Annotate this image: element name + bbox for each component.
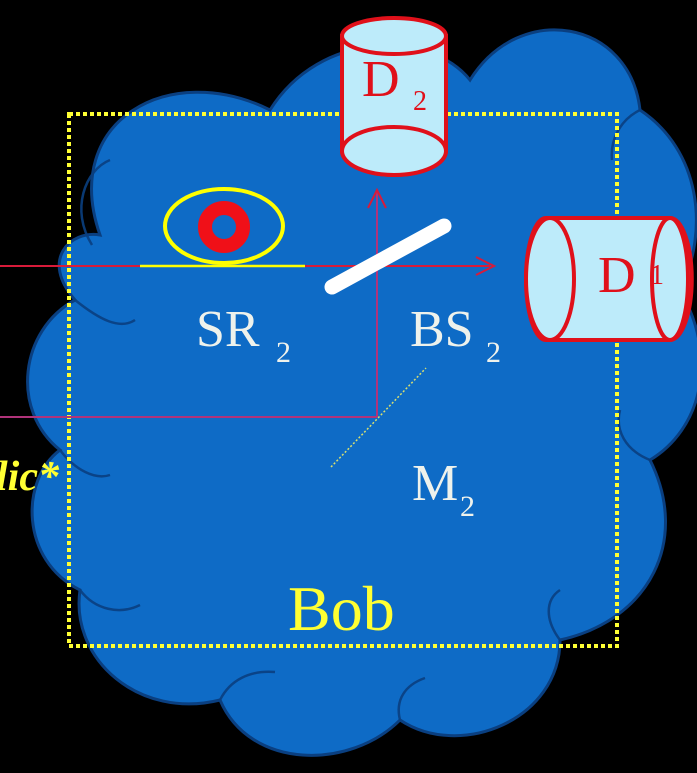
bs-label: BS bbox=[410, 301, 474, 358]
m-subscript: 2 bbox=[460, 490, 475, 523]
bs-subscript: 2 bbox=[486, 336, 501, 369]
upper-beam-arrowhead bbox=[475, 256, 497, 276]
d2-label: D bbox=[362, 51, 400, 108]
m-label: M bbox=[412, 455, 458, 512]
d2-subscript: 2 bbox=[413, 86, 427, 117]
bob-label: Bob bbox=[288, 573, 395, 644]
sr-label: SR bbox=[196, 301, 260, 358]
detector-d1: D 1 bbox=[524, 216, 694, 342]
d1-subscript: 1 bbox=[650, 260, 664, 291]
alice-label-fragment: lic* bbox=[0, 454, 60, 500]
eye-icon bbox=[140, 187, 305, 268]
beam-splitter-icon bbox=[324, 218, 452, 295]
detector-d2: D 2 bbox=[340, 16, 448, 177]
mirror-icon bbox=[330, 367, 427, 468]
d1-label: D bbox=[598, 247, 636, 304]
sr-subscript: 2 bbox=[276, 336, 291, 369]
vertical-beam-arrowhead bbox=[367, 187, 387, 209]
